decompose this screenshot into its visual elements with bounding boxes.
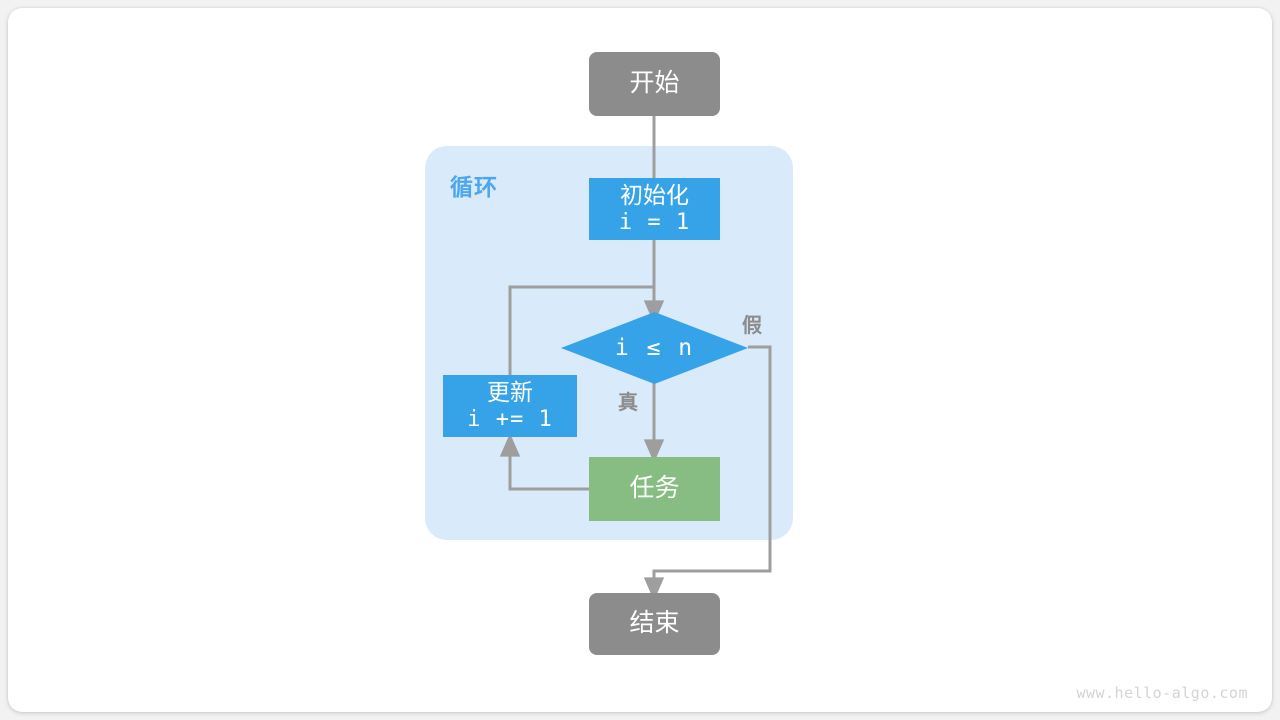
node-end[interactable]: 结束 (589, 593, 720, 655)
node-init-label: 初始化 (620, 182, 689, 209)
node-start-label: 开始 (629, 69, 680, 98)
edge-cond-to-end (643, 345, 772, 601)
node-init-sublabel: i = 1 (618, 209, 691, 235)
node-update[interactable]: 更新 i += 1 (443, 375, 577, 437)
node-condition-label: i ≤ n (614, 335, 695, 361)
loop-group-label: 循环 (450, 174, 498, 200)
node-condition-label-wrap: i ≤ n (560, 311, 749, 385)
edge-update-to-cond (508, 285, 654, 375)
edge-task-to-update (499, 433, 589, 491)
node-start[interactable]: 开始 (589, 52, 720, 116)
edge-label-false: 假 (742, 315, 762, 337)
node-init[interactable]: 初始化 i = 1 (589, 178, 720, 240)
node-task[interactable]: 任务 (589, 457, 720, 521)
node-update-sublabel: i += 1 (467, 406, 553, 432)
node-end-label: 结束 (629, 609, 680, 638)
node-task-label: 任务 (629, 474, 680, 503)
watermark: www.hello-algo.com (1076, 684, 1248, 702)
node-update-label: 更新 (487, 379, 533, 406)
node-condition[interactable] (560, 311, 749, 385)
edge-label-true: 真 (618, 392, 638, 414)
